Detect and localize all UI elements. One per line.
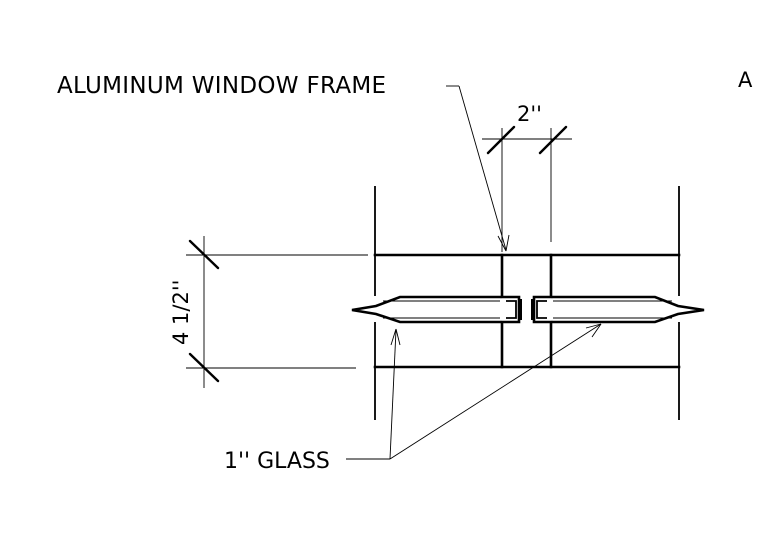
glass-pane-right [551, 295, 705, 324]
detail-mark: A [738, 68, 753, 92]
aluminum-frame-profile [500, 253, 553, 369]
mullion-edges [373, 253, 681, 369]
frame-leader-line [446, 85, 510, 252]
frame-callout-label: ALUMINUM WINDOW FRAME [57, 73, 386, 99]
height-dimension-label: 4 1/2'' [169, 280, 193, 345]
width-dimension [482, 125, 572, 252]
glass-callout-label: 1'' GLASS [224, 449, 330, 474]
jamb-lines [374, 186, 680, 420]
width-dimension-label: 2'' [517, 102, 542, 126]
glass-pane-left [351, 295, 502, 324]
glass-leader-lines [346, 323, 602, 460]
height-dimension [186, 236, 368, 388]
